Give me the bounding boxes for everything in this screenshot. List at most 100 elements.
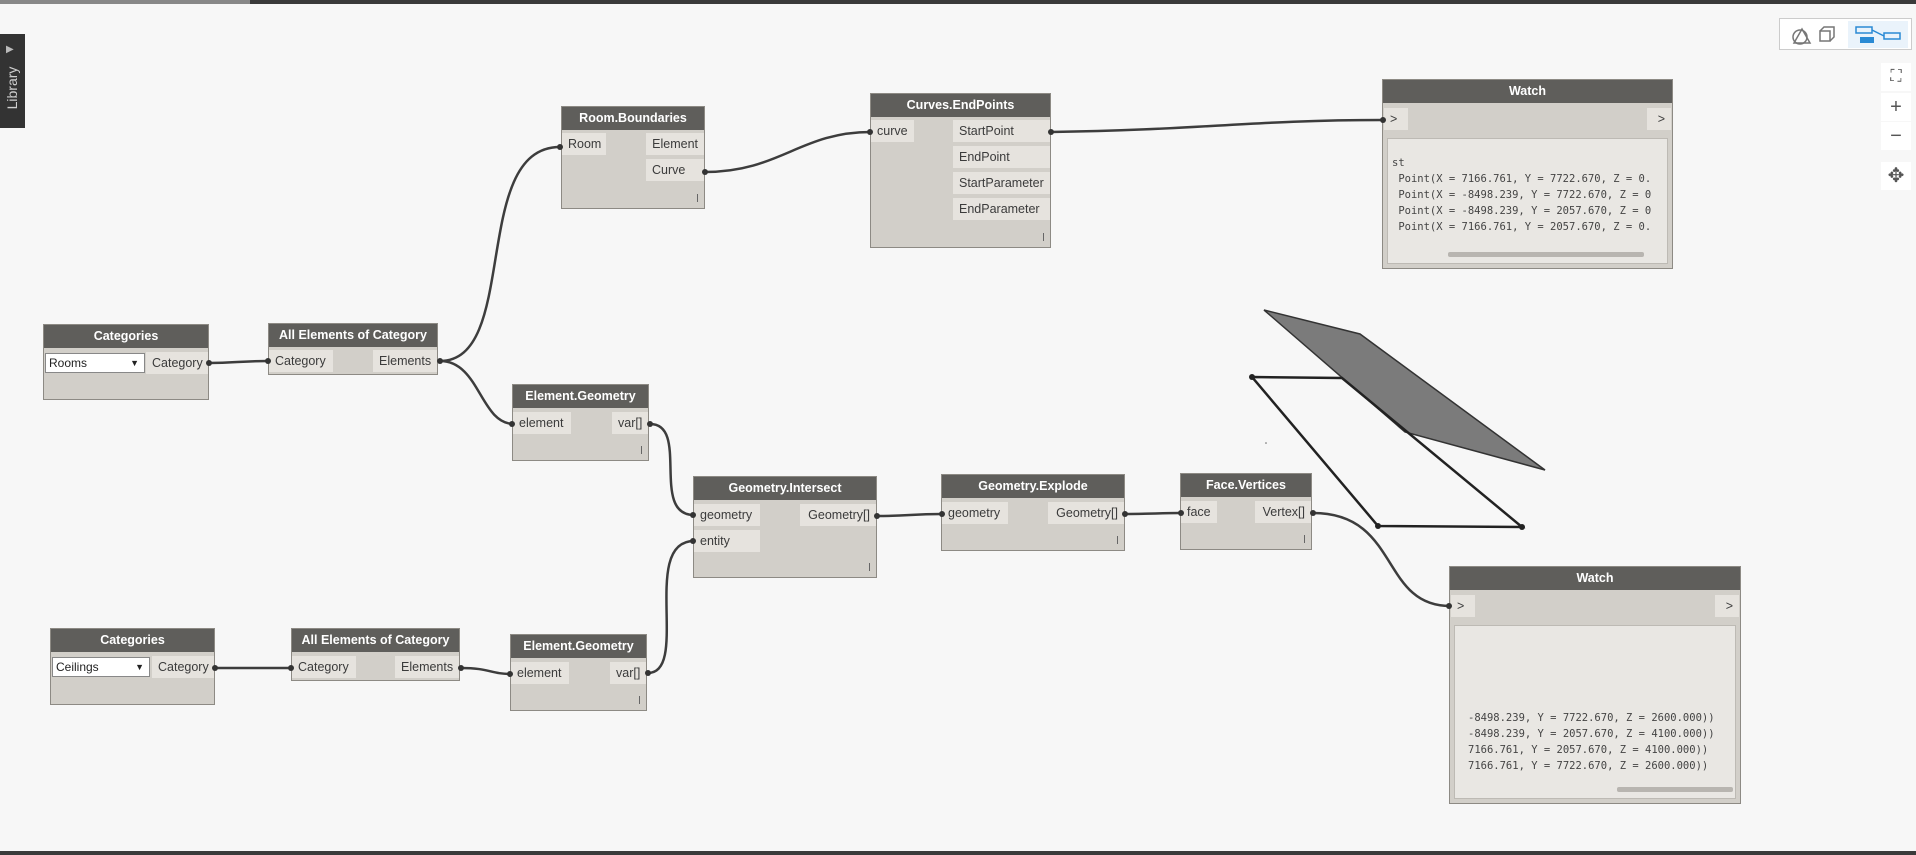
output-port-var[interactable]: var[] [610,662,646,684]
node-categories-ceilings[interactable]: Categories Ceilings ▼ Category [50,628,215,705]
zoom-out-button[interactable]: − [1881,122,1911,150]
wire-explode-to-face [1124,511,1182,516]
port-connector [702,169,708,175]
zoom-to-fit-button[interactable]: ⛶ [1881,63,1911,91]
output-port-endpoint[interactable]: EndPoint [953,146,1050,168]
wire-elements-to-room [439,145,561,363]
category-dropdown[interactable]: Ceilings ▼ [52,657,150,677]
node-title: All Elements of Category [269,324,437,347]
input-port-curve[interactable]: curve [871,120,914,142]
output-port-startparameter[interactable]: StartParameter [953,172,1050,194]
resize-grip[interactable] [639,696,640,704]
watch-line: Point(X = -8498.239, Y = 2057.670, Z = 0 [1392,205,1652,217]
port-connector [867,129,873,135]
node-title: All Elements of Category [292,629,459,652]
wire-startpoint-to-watch [1050,118,1385,134]
node-title: Watch [1383,80,1672,103]
zoom-in-button[interactable]: + [1881,93,1911,121]
node-element-geometry[interactable]: Element.Geometry element var[] [512,384,649,461]
input-port-geometry[interactable]: geometry [942,502,1008,524]
chevron-down-icon: ▼ [135,662,144,672]
input-port-face[interactable]: face [1181,501,1217,523]
output-port-geometry[interactable]: Geometry[] [800,504,876,526]
node-title: Geometry.Intersect [694,477,876,500]
node-watch-endpoints[interactable]: Watch > > st Point(X = 7166.761, Y = 772… [1382,79,1673,269]
pan-button[interactable]: ✥ [1881,162,1911,190]
node-geometry-explode[interactable]: Geometry.Explode geometry Geometry[] [941,474,1125,551]
category-dropdown[interactable]: Rooms ▼ [45,353,145,373]
ceiling-surface [1263,309,1546,471]
vertex-point [1249,374,1255,380]
output-port-category[interactable]: Category [146,352,208,374]
resize-grip[interactable] [1043,233,1044,241]
library-panel-tab[interactable]: ▶ Library [0,34,25,128]
node-title: Face.Vertices [1181,474,1311,497]
output-port-element[interactable]: Element [646,133,704,155]
output-port-elements[interactable]: Elements [373,350,437,372]
resize-grip[interactable] [697,194,698,202]
output-port-endparameter[interactable]: EndParameter [953,198,1050,220]
input-port-geometry[interactable]: geometry [694,504,760,526]
output-port-elements[interactable]: Elements [395,656,459,678]
input-port-element[interactable]: element [513,412,571,434]
watch-output-area[interactable]: st Point(X = 7166.761, Y = 7722.670, Z =… [1387,138,1668,264]
wire-elements2-to-elementgeometry2 [460,666,513,676]
node-watch-vertices[interactable]: Watch > > -8498.239, Y = 7722.670, Z = 2… [1449,566,1741,804]
resize-grip[interactable] [869,563,870,571]
port-connector [1380,117,1386,123]
port-connector [557,144,563,150]
output-port-watch[interactable]: > [1647,108,1671,130]
input-port-entity[interactable]: entity [694,530,760,552]
port-connector [647,421,653,427]
port-connector [1048,129,1054,135]
port-connector [939,511,945,517]
node-categories-rooms[interactable]: Categories Rooms ▼ Category [43,324,209,400]
geometry-view-icon[interactable] [1788,23,1840,47]
node-all-elements-of-category[interactable]: All Elements of Category Category Elemen… [291,628,460,681]
port-connector [1122,511,1128,517]
horizontal-scrollbar[interactable] [1617,787,1733,792]
watch-line: Point(X = 7166.761, Y = 7722.670, Z = 0. [1392,173,1652,185]
node-curves-endpoints[interactable]: Curves.EndPoints curve StartPoint EndPoi… [870,93,1051,248]
output-port-startpoint[interactable]: StartPoint [953,120,1050,142]
resize-grip[interactable] [1117,536,1118,544]
view-toggle[interactable] [1779,18,1912,50]
graph-view-icon[interactable] [1848,21,1908,48]
watch-output-area[interactable]: -8498.239, Y = 7722.670, Z = 2600.000)) … [1454,625,1736,799]
resize-grip[interactable] [641,446,642,454]
watch-line: Point(X = -8498.239, Y = 7722.670, Z = 0 [1392,189,1652,201]
input-port-element[interactable]: element [511,662,569,684]
output-port-category[interactable]: Category [152,656,214,678]
node-title: Watch [1450,567,1740,590]
output-port-watch[interactable]: > [1715,595,1739,617]
top-bar [0,0,1916,4]
input-port-room[interactable]: Room [562,133,606,155]
fit-icon: ⛶ [1890,68,1902,85]
port-connector [690,512,696,518]
port-connector [265,358,271,364]
input-port-category[interactable]: Category [269,350,333,372]
resize-grip[interactable] [1304,535,1305,543]
node-element-geometry[interactable]: Element.Geometry element var[] [510,634,647,711]
output-port-var[interactable]: var[] [612,412,648,434]
port-connector [458,665,464,671]
horizontal-scrollbar[interactable] [1448,252,1644,257]
port-connector [874,513,880,519]
output-port-geometry[interactable]: Geometry[] [1048,502,1124,524]
watch-line: 7166.761, Y = 7722.670, Z = 2600.000)) [1468,760,1709,772]
port-connector [509,421,515,427]
dropdown-value: Ceilings [56,660,99,674]
watch-line: -8498.239, Y = 2057.670, Z = 4100.000)) [1468,728,1715,740]
node-all-elements-of-category[interactable]: All Elements of Category Category Elemen… [268,323,438,375]
vertex-point [1519,524,1525,530]
input-port-watch[interactable]: > [1384,108,1408,130]
input-port-category[interactable]: Category [292,656,356,678]
input-port-watch[interactable]: > [1451,595,1475,617]
node-room-boundaries[interactable]: Room.Boundaries Room Element Curve [561,106,705,209]
output-port-vertex[interactable]: Vertex[] [1255,501,1311,523]
node-geometry-intersect[interactable]: Geometry.Intersect geometry entity Geome… [693,476,877,578]
output-port-curve[interactable]: Curve [646,159,704,181]
port-connector [1178,510,1184,516]
node-face-vertices[interactable]: Face.Vertices face Vertex[] [1180,473,1312,550]
